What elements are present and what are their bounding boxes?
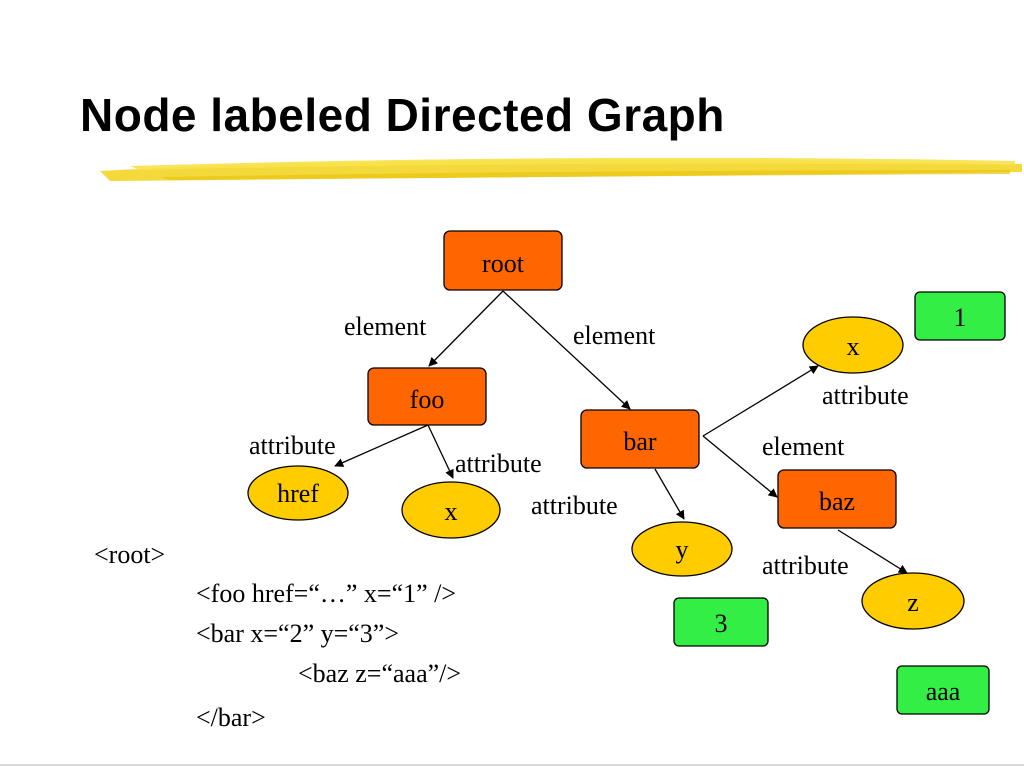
node-value-3: 3: [673, 597, 769, 647]
node-baz-z-label: z: [907, 588, 919, 617]
edge-label-baz-z: attribute: [762, 551, 849, 580]
node-value-3-label: 3: [715, 609, 728, 638]
edge-foo-href: [334, 424, 429, 467]
node-bar: bar: [580, 409, 700, 469]
node-bar-x: x: [802, 316, 904, 374]
node-root-label: root: [482, 249, 525, 278]
xml-line-baz: <baz z=“aaa”/>: [298, 659, 462, 688]
edge-foo-x: [427, 424, 454, 479]
node-bar-label: bar: [623, 427, 657, 456]
edge-baz-z: [837, 529, 908, 574]
xml-line-bar-open: <bar x=“2” y=“3”>: [196, 619, 400, 648]
edge-bar-baz: [702, 435, 778, 498]
node-root: root: [443, 230, 563, 291]
node-foo-x-label: x: [445, 497, 458, 526]
edge-label-foo-x: attribute: [455, 449, 542, 478]
node-baz: baz: [777, 469, 897, 529]
edge-label-foo-href: attribute: [249, 431, 336, 460]
node-href: href: [247, 465, 349, 521]
xml-line-bar-close: </bar>: [196, 703, 266, 732]
node-value-aaa-label: aaa: [926, 677, 961, 706]
node-baz-label: baz: [819, 487, 855, 516]
node-bar-y-label: y: [676, 535, 689, 564]
edge-label-bar-x: attribute: [822, 381, 909, 410]
edge-label-root-bar: element: [573, 321, 656, 350]
xml-line-root-open: <root>: [94, 540, 166, 569]
edge-bar-y: [654, 468, 685, 520]
edge-label-root-foo: element: [344, 312, 427, 341]
node-foo-x: x: [401, 481, 501, 539]
node-value-1-label: 1: [954, 303, 967, 332]
node-value-aaa: aaa: [896, 665, 990, 715]
slide-bottom-divider: [0, 764, 1024, 766]
node-foo-label: foo: [410, 385, 445, 414]
node-bar-x-label: x: [847, 332, 860, 361]
node-href-label: href: [277, 479, 319, 508]
node-foo: foo: [367, 367, 487, 426]
edge-bar-x: [702, 365, 819, 437]
edge-label-bar-y: attribute: [531, 491, 618, 520]
node-bar-y: y: [631, 521, 733, 577]
xml-line-foo: <foo href=“…” x=“1” />: [196, 579, 457, 608]
title-highlight-stroke: [100, 157, 1022, 181]
edge-label-bar-baz: element: [762, 432, 845, 461]
node-value-1: 1: [914, 291, 1006, 341]
edge-root-bar: [502, 290, 631, 410]
edge-root-foo: [428, 290, 504, 367]
node-baz-z: z: [861, 572, 965, 630]
slide-title: Node labeled Directed Graph: [80, 89, 725, 141]
